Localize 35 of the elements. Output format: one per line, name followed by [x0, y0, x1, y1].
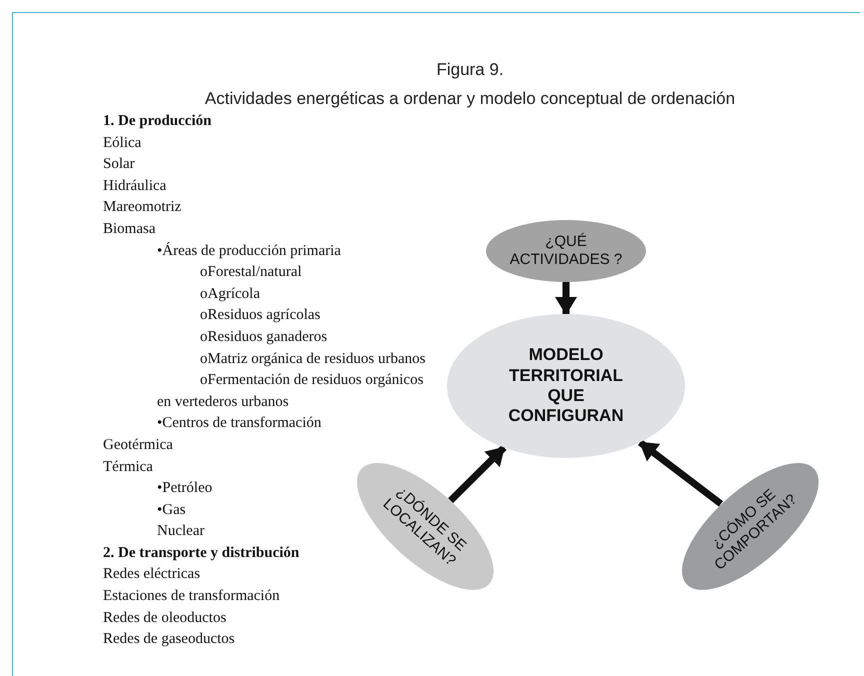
list-item: oResiduos agrícolas	[200, 307, 320, 324]
list-item: Redes eléctricas	[103, 566, 200, 582]
ellipse-node	[447, 314, 685, 458]
list-item: oResiduos ganaderos	[200, 328, 328, 345]
list-item: •Gas	[157, 502, 186, 518]
figure-title: Figura 9.	[436, 60, 504, 79]
list-item: Eólica	[103, 134, 142, 151]
list-item: oFermentación de residuos orgánicos en vertederos urbanos	[157, 372, 424, 410]
list-heading: 2. De transporte y distribución	[103, 544, 300, 561]
list-item: Mareomotriz	[103, 199, 182, 216]
ellipse-node	[486, 220, 646, 282]
arrow	[638, 440, 724, 507]
node-label: MODELO TERRITORIAL QUE CONFIGURAN	[507, 345, 625, 427]
list-item: Geotérmica	[103, 436, 173, 453]
list-item: •Centros de transformación	[157, 415, 322, 432]
list-item: Hidráulica	[103, 178, 166, 194]
list-item: Térmica	[103, 458, 153, 474]
list-item: Nuclear	[157, 523, 204, 540]
list-item: Redes de gaseoductos	[103, 631, 235, 648]
list-item: Redes de oleoductos	[103, 610, 226, 626]
list-item: oForestal/natural	[200, 264, 302, 280]
list-item: Solar	[103, 156, 135, 172]
list-item: Estaciones de transformación	[103, 588, 280, 604]
arrow	[448, 445, 507, 504]
figure-subtitle: Actividades energéticas a ordenar y modelo conceptual de ordenación	[204, 89, 736, 108]
list-item: •Áreas de producción primaria	[157, 242, 341, 259]
list-item: oMatriz orgánica de residuos urbanos	[200, 350, 426, 367]
list-item: •Petróleo	[157, 480, 212, 496]
list-heading: 1. De producción	[103, 113, 212, 129]
ellipse-node	[682, 462, 818, 590]
arrow	[555, 282, 577, 315]
list-item: oAgrícola	[200, 286, 260, 302]
list-item: Biomasa	[103, 220, 156, 237]
ellipse-node	[356, 462, 494, 590]
node-label: ¿QUÉ ACTIVIDADES ?	[508, 233, 624, 269]
